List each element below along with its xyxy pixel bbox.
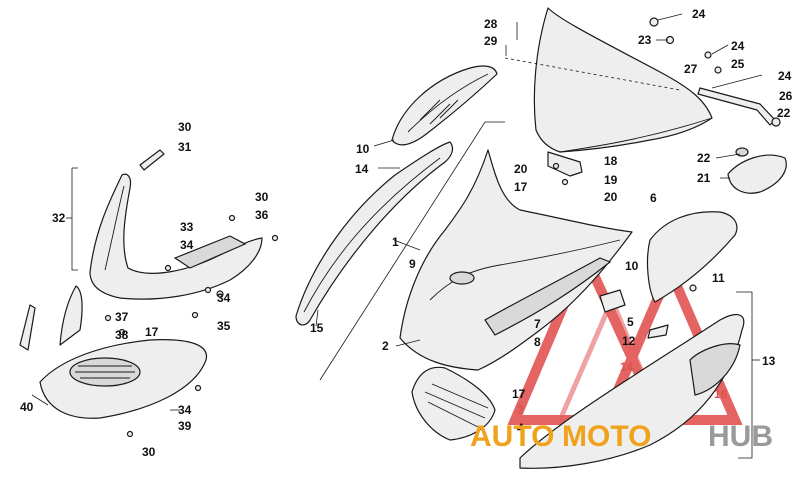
part-number: 9 <box>409 257 416 271</box>
part-labels: 1 2 3 4 5 6 7 8 9 10 10 11 12 13 14 14 1… <box>20 7 793 459</box>
right-side-panel <box>519 211 745 469</box>
part-number: 11 <box>712 271 725 285</box>
small-brackets <box>599 284 697 339</box>
part-number: 20 <box>514 162 528 176</box>
mirror <box>727 147 787 194</box>
part-number: 31 <box>178 140 192 154</box>
part-number: 7 <box>534 317 541 331</box>
part-number: 34 <box>178 403 192 417</box>
part-number: 34 <box>217 291 231 305</box>
part-number: 24 <box>778 69 792 83</box>
part-number: 22 <box>777 106 791 120</box>
part-number: 33 <box>180 220 194 234</box>
part-number: 36 <box>255 208 269 222</box>
part-number: 32 <box>52 211 66 225</box>
part-number: 17 <box>512 387 526 401</box>
part-number: 13 <box>762 354 776 368</box>
part-number: 18 <box>604 154 618 168</box>
part-number: 27 <box>684 62 698 76</box>
part-number: 15 <box>310 321 324 335</box>
part-number: 40 <box>20 400 34 414</box>
lower-bumper <box>19 285 208 419</box>
watermark-text: AUTO MOTO HUB <box>470 420 773 453</box>
part-number: 16 <box>714 387 728 401</box>
leader-lines <box>31 13 763 459</box>
part-number: 17 <box>145 325 159 339</box>
part-number: 5 <box>627 315 634 329</box>
part-number: 3 <box>517 403 524 417</box>
part-number: 34 <box>180 238 194 252</box>
side-trim-strip <box>295 141 454 326</box>
mount-bracket <box>547 151 583 186</box>
part-number: 8 <box>534 335 541 349</box>
part-number: 21 <box>697 171 711 185</box>
part-number: 24 <box>731 39 745 53</box>
part-number: 29 <box>484 34 498 48</box>
windshield <box>504 7 713 153</box>
part-number: 14 <box>620 360 634 374</box>
part-number: 30 <box>178 120 192 134</box>
part-number: 28 <box>484 17 498 31</box>
part-number: 17 <box>514 180 528 194</box>
part-number: 10 <box>625 259 639 273</box>
part-number: 4 <box>517 421 524 435</box>
part-number: 24 <box>692 7 706 21</box>
headlight-housing <box>411 366 496 441</box>
upper-side-panel <box>391 65 498 146</box>
part-number: 10 <box>356 142 370 156</box>
part-number: 25 <box>731 57 745 71</box>
windshield-bracket <box>649 17 781 127</box>
part-number: 14 <box>355 162 369 176</box>
part-number: 38 <box>115 328 129 342</box>
part-number: 23 <box>638 33 652 47</box>
part-number: 19 <box>604 173 618 187</box>
nose-cone <box>89 173 263 300</box>
part-number: 2 <box>382 339 389 353</box>
hardware <box>104 149 279 438</box>
part-number: 35 <box>217 319 231 333</box>
part-number: 20 <box>604 190 618 204</box>
part-number: 1 <box>392 235 399 249</box>
main-hood <box>319 121 633 381</box>
part-number: 30 <box>142 445 156 459</box>
part-number: 30 <box>255 190 269 204</box>
part-number: 37 <box>115 310 129 324</box>
part-number: 12 <box>622 334 636 348</box>
part-number: 39 <box>178 419 192 433</box>
part-number: 22 <box>697 151 711 165</box>
watermark-auto: AUTO <box>470 420 554 453</box>
part-number: 26 <box>779 89 793 103</box>
watermark-hub: HUB <box>708 420 773 453</box>
watermark-moto: MOTO <box>562 420 651 453</box>
part-number: 6 <box>650 191 657 205</box>
